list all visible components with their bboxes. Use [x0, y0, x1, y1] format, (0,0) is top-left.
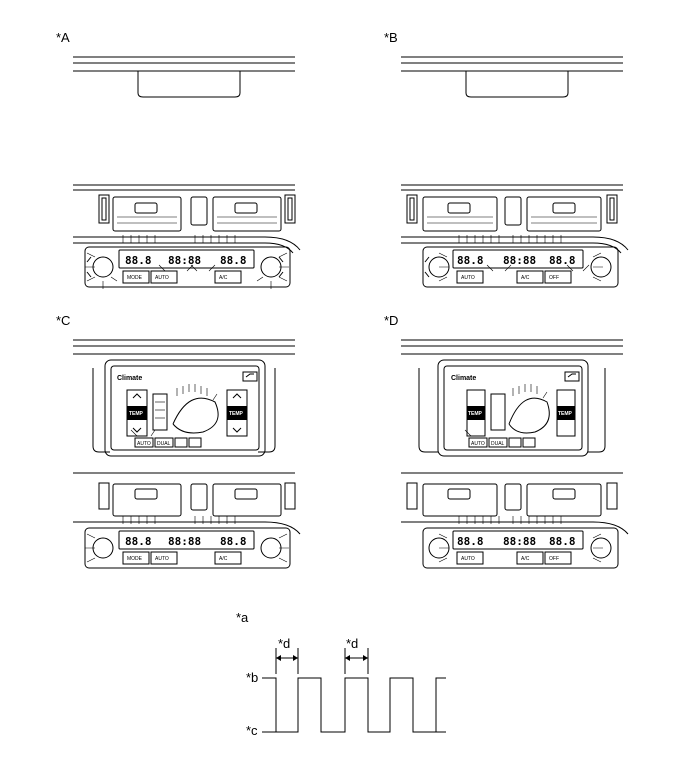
blink-waveform: [262, 648, 446, 733]
display-temp-right: 88.8: [220, 254, 247, 267]
upper-dash-outline: [73, 339, 295, 453]
label-panel-a: *A: [56, 30, 70, 45]
svg-text:88.8: 88.8: [457, 254, 484, 267]
multi-display: Climate TEMP TEMP AUTO DUAL: [104, 359, 266, 457]
pulse-width-marker-2: [344, 648, 369, 674]
svg-text:88:88: 88:88: [503, 254, 536, 267]
svg-text:88:88: 88:88: [503, 535, 536, 548]
screen-title: Climate: [117, 375, 142, 382]
svg-text:AUTO: AUTO: [471, 441, 485, 447]
svg-text:MODE: MODE: [127, 275, 143, 281]
vent-bezel: [401, 472, 629, 535]
svg-text:A/C: A/C: [521, 556, 530, 562]
svg-text:88.8: 88.8: [457, 535, 484, 548]
svg-text:88.8: 88.8: [549, 254, 576, 267]
label-panel-d: *D: [384, 313, 399, 328]
pulse-width-marker-1: [275, 648, 299, 674]
panel-c-dashboard: Climate TEMP TEMP AUTO DUAL: [73, 339, 301, 569]
svg-text:AUTO: AUTO: [137, 441, 151, 447]
vent-bezel: [73, 472, 301, 535]
svg-text:OFF: OFF: [549, 275, 559, 281]
light-burst-indicators: [85, 235, 289, 289]
panel-a-dashboard: 88.8 88:88 88.8 MODE AUTO A/C: [73, 56, 301, 289]
upper-dash-outline: [401, 339, 623, 453]
light-burst-indicators: [438, 235, 603, 282]
multi-display: Climate TEMP TEMP AUTO DUAL: [437, 359, 589, 457]
svg-text:88.8: 88.8: [220, 535, 247, 548]
svg-text:DUAL: DUAL: [157, 441, 171, 447]
svg-text:OFF: OFF: [549, 556, 559, 562]
label-low-level: *c: [246, 723, 258, 738]
svg-text:AUTO: AUTO: [155, 556, 169, 562]
control-panel: 88.8 88:88 88.8 MODE AUTO A/C: [73, 242, 294, 288]
svg-text:AUTO: AUTO: [461, 556, 475, 562]
return-arrow-icon: [245, 373, 254, 378]
svg-text:TEMP: TEMP: [468, 411, 483, 417]
label-pulse-width-1: *d: [278, 636, 291, 651]
svg-text:AUTO: AUTO: [155, 275, 169, 281]
svg-text:A/C: A/C: [219, 275, 228, 281]
label-pulse-width-2: *d: [346, 636, 359, 651]
vent-bezel: [401, 184, 629, 251]
svg-text:TEMP: TEMP: [129, 411, 144, 417]
control-panel: 88.8 88:88 88.8 MODE AUTO A/C: [84, 527, 291, 569]
panel-d-dashboard: Climate TEMP TEMP AUTO DUAL 88.8 88:88 8: [401, 339, 629, 569]
panel-b-dashboard: 88.8 88:88 88.8 AUTO A/C OFF: [401, 56, 629, 288]
label-high-level: *b: [246, 670, 259, 685]
svg-text:88:88: 88:88: [168, 535, 201, 548]
label-panel-b: *B: [384, 30, 398, 45]
vent-bezel: [73, 184, 301, 251]
svg-text:Climate: Climate: [451, 375, 476, 382]
light-burst-indicators: [438, 516, 603, 563]
label-waveform: *a: [236, 610, 249, 625]
svg-text:MODE: MODE: [127, 556, 143, 562]
upper-dash-outline: [401, 56, 623, 98]
control-panel: 88.8 88:88 88.8 AUTO A/C OFF: [422, 527, 619, 569]
square-wave-signal: [262, 677, 446, 733]
svg-text:88.8: 88.8: [125, 535, 152, 548]
svg-text:88.8: 88.8: [549, 535, 576, 548]
label-panel-c: *C: [56, 313, 71, 328]
light-burst-indicators: [85, 516, 289, 563]
svg-text:A/C: A/C: [219, 556, 228, 562]
upper-dash-outline: [73, 56, 295, 98]
display-clock: 88:88: [168, 254, 201, 267]
svg-text:A/C: A/C: [521, 275, 530, 281]
svg-text:TEMP: TEMP: [229, 411, 244, 417]
svg-text:DUAL: DUAL: [491, 441, 505, 447]
svg-text:AUTO: AUTO: [461, 275, 475, 281]
svg-text:TEMP: TEMP: [558, 411, 573, 417]
display-temp-left: 88.8: [125, 254, 152, 267]
control-panel: 88.8 88:88 88.8 AUTO A/C OFF: [401, 242, 622, 288]
